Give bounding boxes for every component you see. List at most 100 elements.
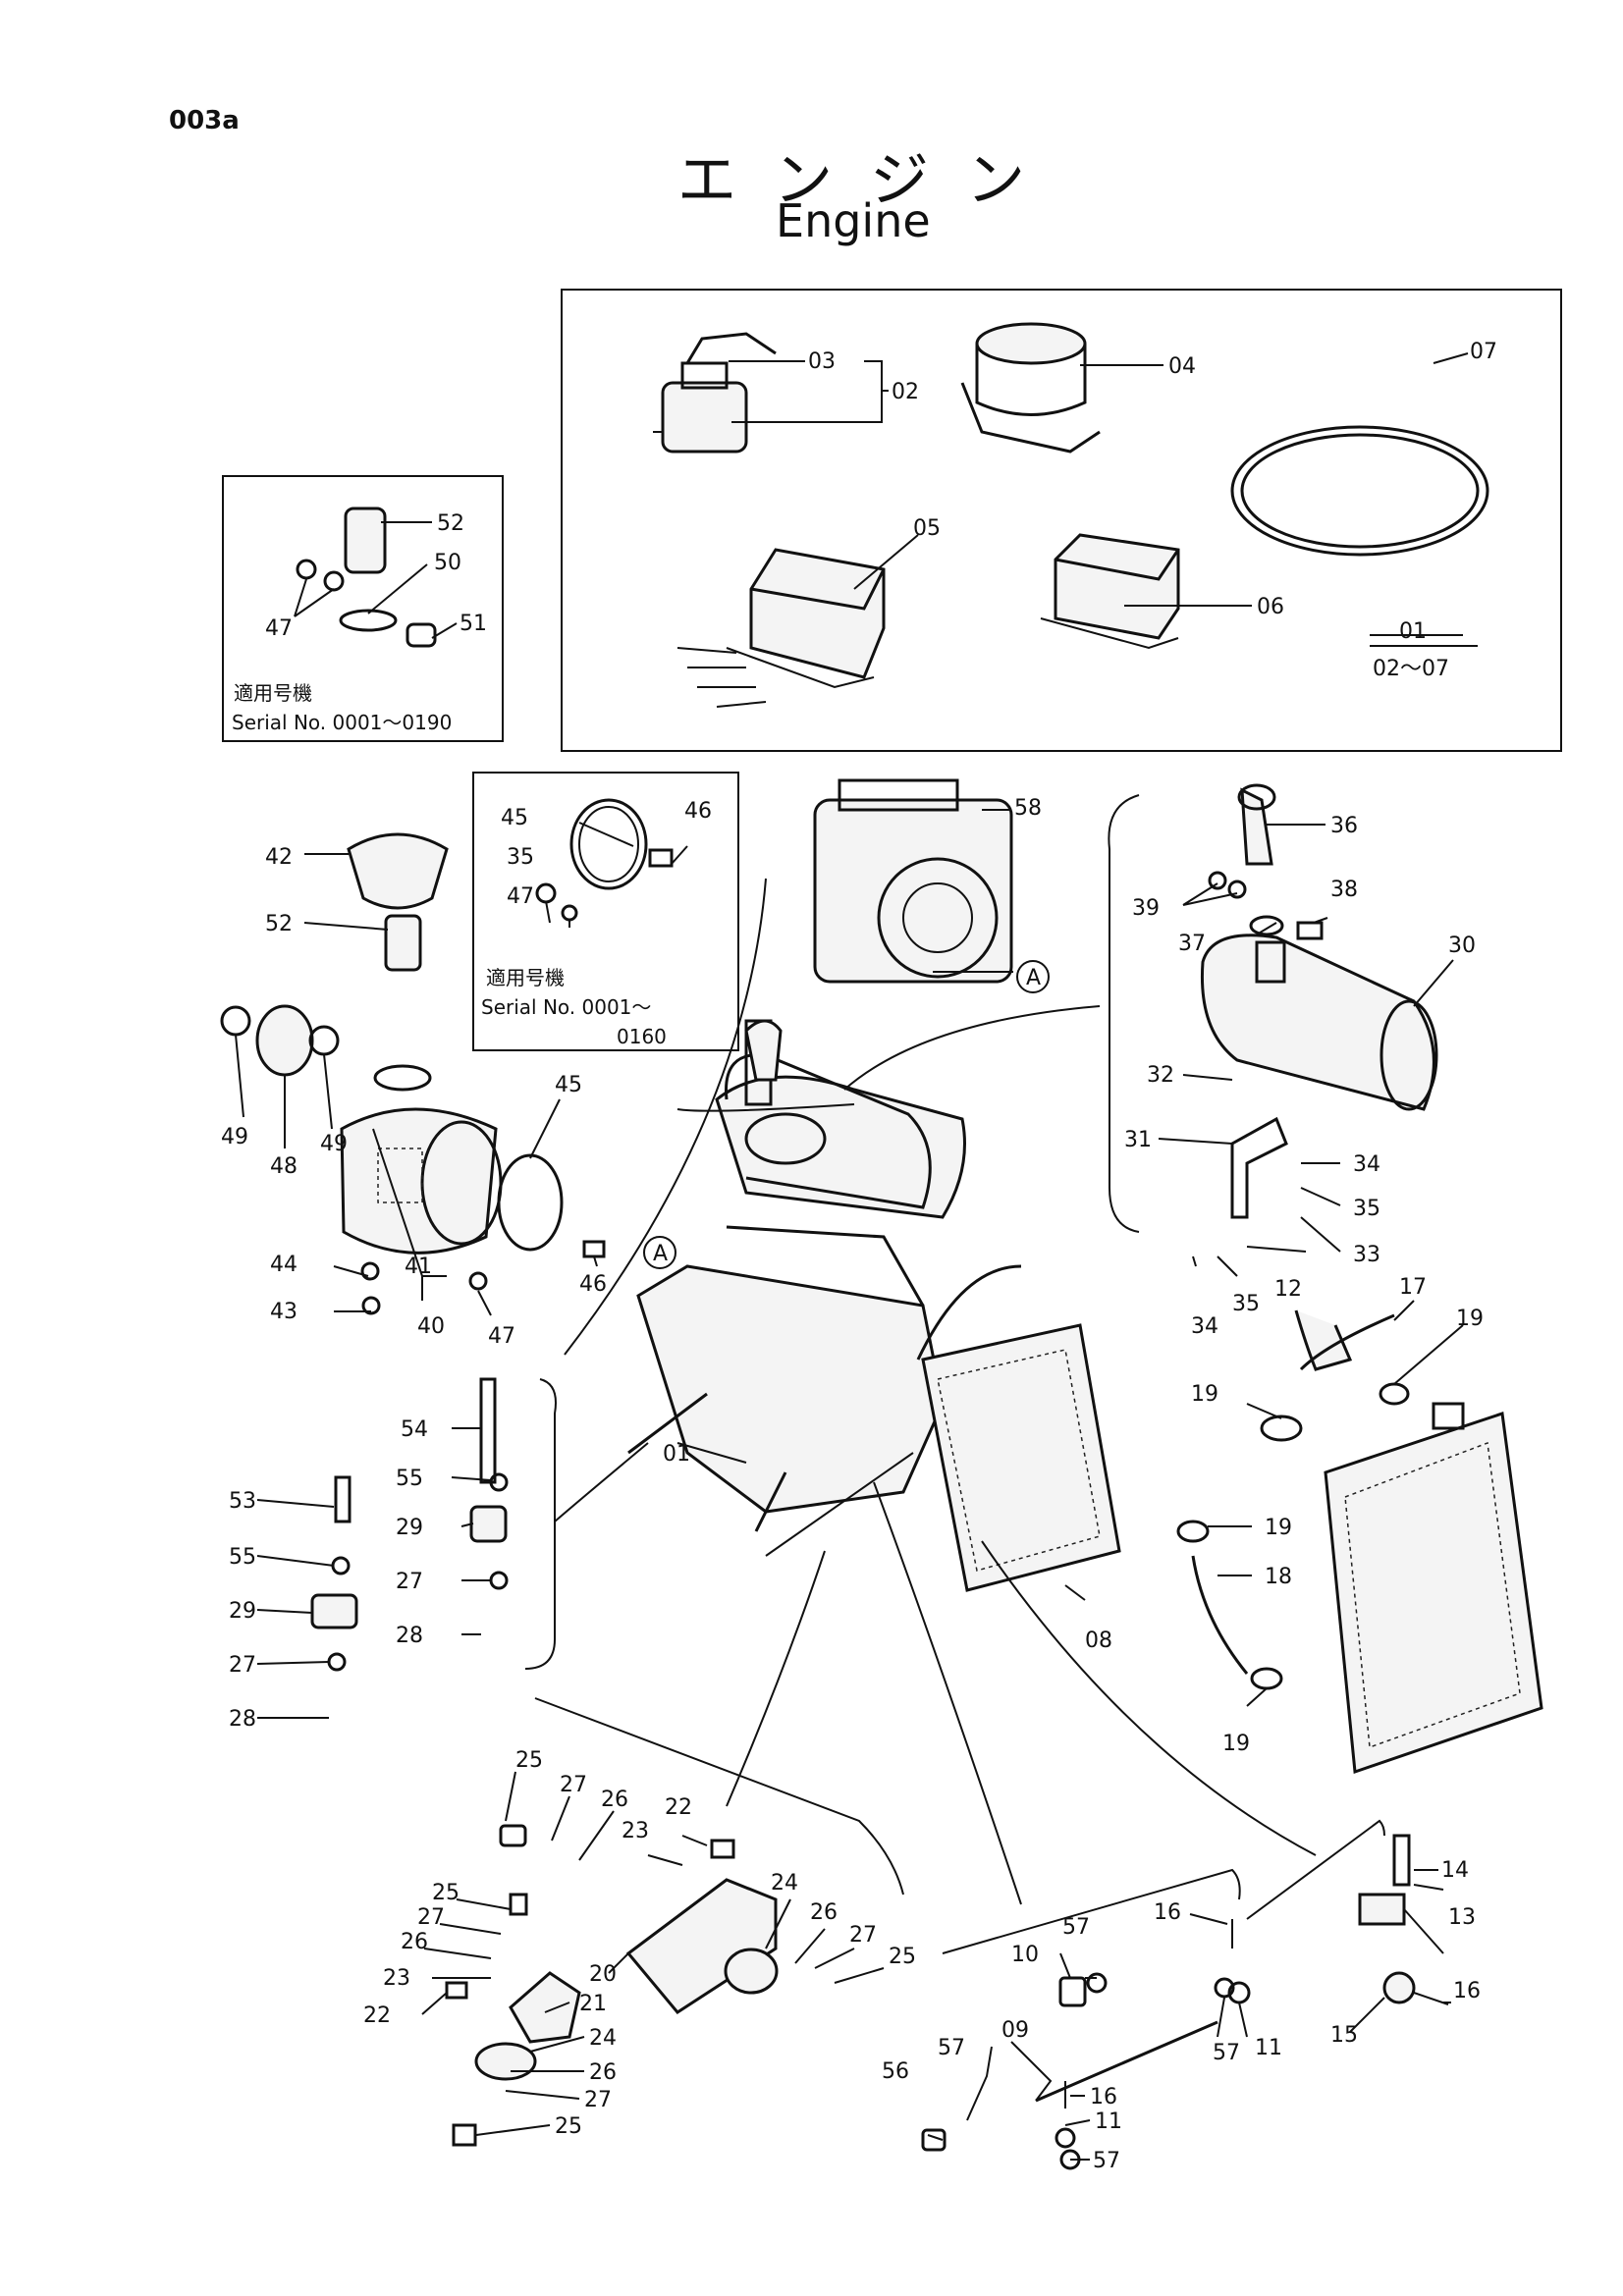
note-serial-mid-line1: Serial No. 0001〜: [481, 995, 651, 1019]
callout-16-stopper: 16: [1453, 1979, 1481, 2003]
callout-57-top: 57: [1062, 1915, 1090, 1940]
callout-47-inset: 47: [265, 616, 293, 641]
callout-31: 31: [1124, 1128, 1152, 1152]
callout-45: 45: [555, 1073, 582, 1097]
callout-13: 13: [1448, 1905, 1476, 1930]
set-fraction-denominator: 02〜07: [1373, 657, 1449, 681]
callout-36: 36: [1330, 814, 1358, 838]
callout-44: 44: [270, 1253, 298, 1277]
callout-26-mid: 26: [401, 1930, 428, 1954]
reference-circle-a-top: [1016, 960, 1050, 993]
regulator-right-illustration: [1040, 533, 1180, 650]
lead-curve-stopper: [981, 1540, 1317, 1856]
callout-52: 52: [265, 912, 293, 936]
callout-11-lower: 11: [1095, 2109, 1122, 2134]
lead-curve-engine-ref: [676, 1103, 855, 1112]
callout-10: 10: [1011, 1943, 1039, 1967]
bracket-bracket-group: [534, 1697, 904, 1896]
set-fraction-numerator: 01: [1399, 619, 1427, 644]
callout-34-lower: 34: [1191, 1314, 1218, 1339]
callout-19-upper-right: 19: [1456, 1307, 1484, 1331]
callout-28-upper: 28: [396, 1624, 423, 1648]
callout-27-mid: 27: [417, 1905, 445, 1930]
callout-23-top: 23: [622, 1819, 649, 1843]
callout-56: 56: [882, 2059, 909, 2084]
callout-45-inset: 45: [501, 806, 528, 830]
callout-39: 39: [1132, 896, 1160, 921]
callout-27-lower: 27: [229, 1653, 256, 1678]
page-code: 003a: [169, 106, 240, 135]
callout-22-mid: 22: [363, 2003, 391, 2028]
callout-19-upper-left: 19: [1191, 1382, 1218, 1407]
callout-25-mid: 25: [432, 1881, 460, 1905]
callout-27-bracket-top: 27: [560, 1773, 587, 1797]
bracket-mount-group: [524, 1378, 557, 1670]
engine-small-illustration: [813, 778, 1013, 984]
callout-53: 53: [229, 1489, 256, 1514]
callout-28-lower: 28: [229, 1707, 256, 1732]
page-title-japanese: エンジン: [677, 146, 1062, 215]
callout-02: 02: [892, 380, 919, 404]
callout-16-lower: 16: [1090, 2085, 1117, 2109]
callout-55-upper: 55: [396, 1467, 423, 1491]
callout-15: 15: [1330, 2023, 1358, 2048]
callout-19-lower: 19: [1222, 1732, 1250, 1756]
callout-26-lower: 26: [589, 2060, 617, 2085]
callout-54: 54: [401, 1417, 428, 1442]
callout-21: 21: [579, 1992, 607, 2016]
callout-47: 47: [488, 1324, 515, 1349]
callout-12: 12: [1274, 1277, 1302, 1302]
callout-51: 51: [460, 612, 487, 636]
callout-52-inset: 52: [437, 511, 464, 536]
callout-35-lower: 35: [1232, 1292, 1260, 1316]
reference-a-top: A: [1026, 966, 1041, 990]
electrical-kit-frame: [561, 289, 1562, 752]
callout-37: 37: [1178, 932, 1206, 956]
callout-40: 40: [417, 1314, 445, 1339]
air-cleaner-illustration: [220, 832, 606, 1315]
callout-01: 01: [663, 1442, 690, 1467]
callout-23-mid: 23: [383, 1966, 410, 1991]
callout-57-lower: 57: [1093, 2149, 1120, 2173]
page-title: Engine: [776, 194, 931, 247]
callout-47-band: 47: [507, 884, 534, 909]
callout-34-right: 34: [1353, 1152, 1380, 1177]
note-applicable-mid: 適用号機: [486, 966, 565, 989]
callout-50: 50: [434, 551, 461, 575]
callout-27-right: 27: [849, 1923, 877, 1948]
engine-main-illustration: [627, 1019, 1022, 1557]
callout-03: 03: [808, 349, 836, 374]
callout-16-top: 16: [1154, 1900, 1181, 1925]
regulator-left-illustration: [676, 548, 886, 708]
bracket-stopper-group: [1246, 1819, 1385, 1920]
callout-43: 43: [270, 1300, 298, 1324]
callout-58: 58: [1014, 796, 1042, 821]
stopper-group-illustration: [1358, 1834, 1449, 2005]
callout-06: 06: [1257, 595, 1284, 619]
control-rod-illustration: [921, 1919, 1251, 2170]
note-serial-top: Serial No. 0001〜0190: [232, 711, 452, 734]
note-applicable-top: 適用号機: [234, 681, 312, 705]
lead-curve-air-cleaner: [564, 878, 767, 1356]
lead-curve-rod: [873, 1481, 1022, 1905]
callout-24-top: 24: [771, 1871, 798, 1896]
callout-26-right: 26: [810, 1900, 838, 1925]
callout-26-top: 26: [601, 1788, 628, 1812]
callout-08: 08: [1085, 1629, 1112, 1653]
callout-18: 18: [1265, 1565, 1292, 1589]
muffler-on-engine-illustration: [725, 1019, 932, 1209]
callout-25-lower: 25: [555, 2114, 582, 2139]
callout-27-lower-bracket: 27: [584, 2088, 612, 2112]
reference-a-left: A: [653, 1242, 668, 1266]
radiator-large-illustration: [1324, 1402, 1543, 1775]
note-serial-mid-line2: 0160: [617, 1025, 667, 1048]
inset-hose-illustration: [296, 507, 437, 648]
leader-lines: [235, 352, 1469, 2161]
callout-57-right: 57: [1213, 2041, 1240, 2065]
callout-27-upper: 27: [396, 1570, 423, 1594]
radiator-small-illustration: [921, 1323, 1121, 1592]
lead-curve-bracket: [726, 1550, 826, 1807]
callout-05: 05: [913, 516, 941, 541]
callout-49-right: 49: [320, 1132, 348, 1156]
